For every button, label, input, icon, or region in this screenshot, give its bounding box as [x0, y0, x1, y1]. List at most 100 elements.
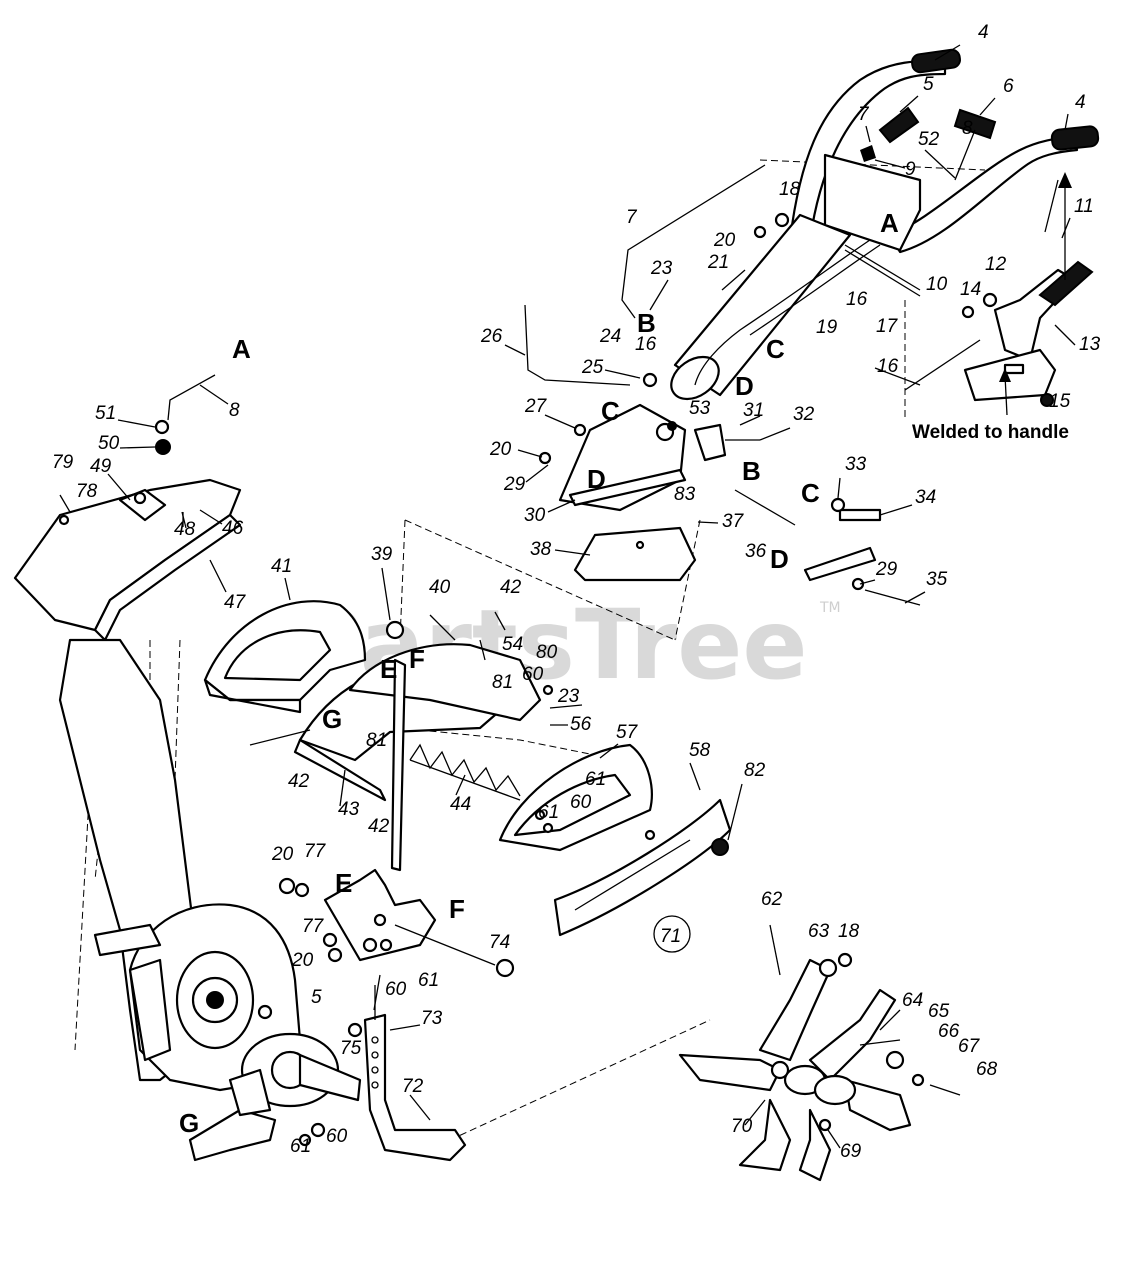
- part-label-c-53: 53: [689, 398, 711, 419]
- part-label-c-64: 64: [902, 990, 923, 1011]
- ref-letter-r-G2: G: [179, 1108, 199, 1138]
- part-label-c-12: 12: [985, 254, 1007, 275]
- part-label-c-11: 11: [1074, 196, 1094, 217]
- part-label-c-63: 63: [808, 921, 830, 942]
- part-label-c-21: 21: [707, 252, 729, 273]
- ref-letter-r-G1: G: [322, 704, 342, 734]
- part-label-c-75: 75: [340, 1038, 362, 1059]
- part-label-c-69: 69: [840, 1141, 862, 1162]
- ref-letter-r-C3: C: [801, 478, 820, 508]
- part-label-c-78: 78: [76, 481, 98, 502]
- part-label-c-5b: 5: [311, 987, 322, 1008]
- part-label-c-27: 27: [524, 396, 548, 417]
- part-label-c-61a: 61: [585, 769, 606, 790]
- part-label-c-72: 72: [402, 1076, 424, 1097]
- part-label-c-7a: 7: [858, 104, 870, 125]
- part-label-c-50: 50: [98, 433, 120, 454]
- tine-assembly: [678, 924, 961, 1182]
- part-label-c-41: 41: [271, 556, 292, 577]
- part-label-c-6: 6: [1003, 76, 1014, 97]
- ref-letter-r-F2: F: [449, 894, 465, 924]
- part-label-c-60d: 60: [326, 1126, 348, 1147]
- part-label-c-25: 25: [581, 357, 604, 378]
- part-label-c-70: 70: [731, 1116, 753, 1137]
- part-label-c-29b: 29: [875, 559, 898, 580]
- part-label-c-15: 15: [1049, 391, 1071, 412]
- part-label-c-48: 48: [174, 519, 196, 540]
- part-label-c-24: 24: [599, 326, 621, 347]
- knob-grip-icon: [878, 106, 920, 144]
- part-label-c-77b: 77: [302, 916, 325, 937]
- part-label-c-46: 46: [222, 518, 244, 539]
- transmission-housing: [58, 638, 515, 1162]
- part-label-c-49: 49: [90, 456, 112, 477]
- control-rod: [390, 658, 407, 872]
- part-label-c-79: 79: [52, 452, 74, 473]
- tine-hood: [13, 374, 242, 642]
- part-label-c-60b: 60: [570, 792, 592, 813]
- part-label-c-43: 43: [338, 799, 360, 820]
- part-label-c-23b: 23: [557, 686, 580, 707]
- part-label-c-20a: 20: [713, 230, 736, 251]
- part-label-c-73: 73: [421, 1008, 443, 1029]
- part-label-c-83: 83: [674, 484, 696, 505]
- part-label-c-65: 65: [928, 1001, 950, 1022]
- part-label-c-7b: 7: [626, 207, 638, 228]
- part-label-c-39: 39: [371, 544, 393, 565]
- ref-letter-r-D2: D: [587, 464, 606, 494]
- part-label-c-14: 14: [960, 279, 981, 300]
- part-label-c-13: 13: [1079, 334, 1101, 355]
- part-label-c-52: 52: [918, 129, 940, 150]
- part-label-c-29a: 29: [503, 474, 526, 495]
- part-label-c-40: 40: [429, 577, 451, 598]
- handlebar-assembly: [621, 48, 1100, 401]
- leader-lines: [107, 44, 1076, 1149]
- part-label-c-66: 66: [938, 1021, 960, 1042]
- part-label-c-61b: 61: [538, 802, 559, 823]
- part-label-c-31: 31: [743, 400, 764, 421]
- part-label-c-57: 57: [616, 722, 639, 743]
- welded-note: Welded to handle: [912, 422, 1069, 443]
- part-label-c-34: 34: [915, 487, 936, 508]
- part-label-c-8b: 8: [229, 400, 240, 421]
- part-label-c-16c: 16: [877, 356, 899, 377]
- part-label-c-82: 82: [744, 760, 766, 781]
- ref-letter-r-A1: A: [232, 334, 251, 364]
- trademark-text: TM: [819, 600, 841, 616]
- ref-letter-r-D1: D: [735, 371, 754, 401]
- ref-letter-r-E2: E: [335, 868, 352, 898]
- left-grip-icon: [911, 48, 961, 74]
- part-label-c-58: 58: [689, 740, 711, 761]
- part-label-c-9: 9: [905, 159, 916, 180]
- part-label-c-60c: 60: [385, 979, 407, 1000]
- part-label-c-4a: 4: [978, 22, 989, 43]
- part-label-c-18a: 18: [779, 179, 801, 200]
- arrow-icons: [373, 172, 1072, 1011]
- ref-letter-r-B2: B: [742, 456, 761, 486]
- part-label-c-81b: 81: [366, 730, 387, 751]
- part-label-c-16b: 16: [635, 334, 657, 355]
- ref-letter-r-71: 71: [660, 926, 681, 947]
- tee-grip-icon: [953, 108, 997, 140]
- part-label-c-10: 10: [926, 274, 948, 295]
- part-label-c-68: 68: [976, 1059, 998, 1080]
- ref-letter-r-C2: C: [601, 396, 620, 426]
- part-label-c-35: 35: [926, 569, 948, 590]
- part-label-c-30: 30: [524, 505, 546, 526]
- ref-letter-r-A2: A: [880, 208, 899, 238]
- ref-letter-r-F1: F: [409, 644, 425, 674]
- part-label-c-67: 67: [958, 1036, 981, 1057]
- part-label-c-74: 74: [489, 932, 510, 953]
- part-label-c-26: 26: [480, 326, 503, 347]
- right-grip-icon: [1050, 125, 1100, 151]
- part-label-c-54: 54: [502, 634, 523, 655]
- part-label-c-8a: 8: [962, 118, 973, 139]
- ref-letter-r-D3: D: [770, 544, 789, 574]
- ref-letter-r-C1: C: [766, 334, 785, 364]
- part-label-c-20b: 20: [489, 439, 512, 460]
- part-label-c-61d: 61: [290, 1136, 311, 1157]
